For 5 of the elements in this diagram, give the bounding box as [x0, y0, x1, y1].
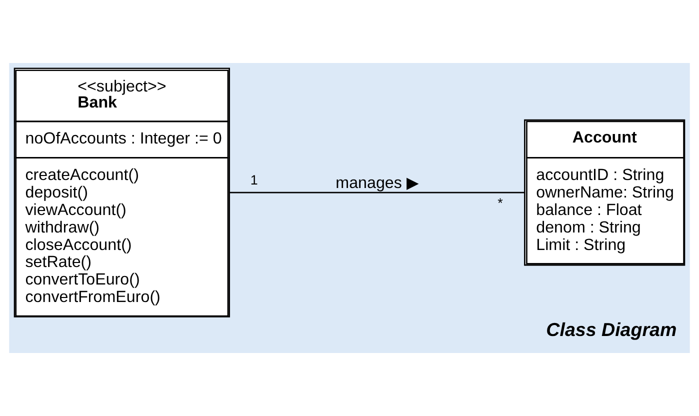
edge-label: manages ▶ [336, 174, 418, 192]
label: * [498, 195, 503, 210]
label: 1 [250, 172, 258, 188]
caption: Class Diagram [546, 318, 677, 340]
connector [230, 192, 525, 194]
